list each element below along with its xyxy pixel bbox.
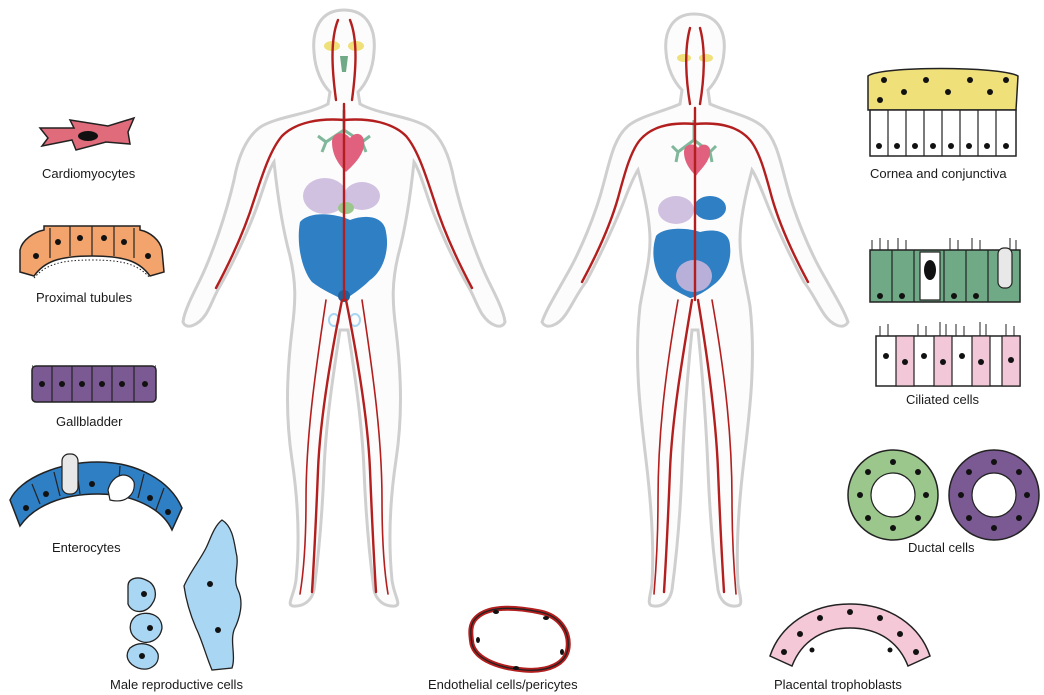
ductal-illustration xyxy=(848,450,1039,540)
male-reproductive-illustration xyxy=(127,520,241,670)
label-gallbladder: Gallbladder xyxy=(56,414,123,429)
endothelial-illustration xyxy=(471,608,568,670)
label-proximal-tubules: Proximal tubules xyxy=(36,290,132,305)
label-cardiomyocytes: Cardiomyocytes xyxy=(42,166,135,181)
label-ciliated: Ciliated cells xyxy=(906,392,979,407)
female-eye-right xyxy=(699,54,713,62)
female-liver xyxy=(658,196,694,224)
proximal-tubule-illustration xyxy=(20,226,164,278)
label-enterocytes: Enterocytes xyxy=(52,540,121,555)
male-body-figure xyxy=(183,10,505,606)
label-ductal: Ductal cells xyxy=(908,540,974,555)
label-placental: Placental trophoblasts xyxy=(774,677,902,692)
male-body-outline xyxy=(183,10,505,606)
ciliated-illustration xyxy=(870,238,1020,386)
cardiomyocyte-illustration xyxy=(40,118,134,150)
placental-illustration xyxy=(770,604,930,666)
female-eye-left xyxy=(677,54,691,62)
male-gallbladder-organ xyxy=(338,202,354,214)
label-endothelial: Endothelial cells/pericytes xyxy=(428,677,578,692)
label-male-reproductive: Male reproductive cells xyxy=(110,677,243,692)
female-stomach xyxy=(694,196,726,220)
female-body-outline xyxy=(542,14,848,606)
enterocyte-illustration xyxy=(10,454,182,530)
cornea-illustration xyxy=(868,69,1018,157)
label-cornea: Cornea and conjunctiva xyxy=(870,166,1007,181)
female-body-figure xyxy=(542,14,848,606)
gallbladder-illustration xyxy=(32,366,156,402)
